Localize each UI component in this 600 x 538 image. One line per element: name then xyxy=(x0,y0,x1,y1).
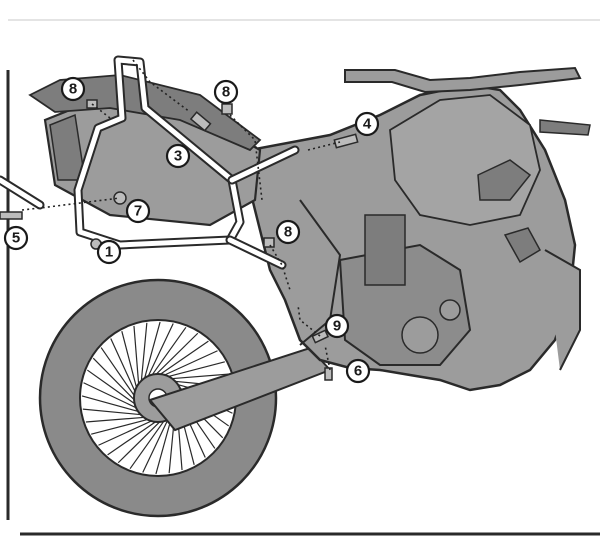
callout-9: 9 xyxy=(324,313,350,339)
wheel-spoke xyxy=(161,361,225,379)
callout-4-label: 4 xyxy=(363,116,372,133)
callout-4: 4 xyxy=(354,111,380,137)
wheel-spoke xyxy=(144,323,174,383)
callout-8b-label: 8 xyxy=(222,84,230,101)
callout-8-top-center: 8 xyxy=(213,79,239,105)
wheel-spoke xyxy=(129,414,169,470)
wheel-spoke xyxy=(85,416,152,423)
callout-1: 1 xyxy=(96,239,122,265)
wheel-spoke xyxy=(154,340,209,379)
callout-6: 6 xyxy=(345,358,371,384)
callout-3: 3 xyxy=(165,143,191,169)
bolt-6 xyxy=(324,367,333,381)
wheel-spoke xyxy=(140,322,148,389)
nut-8b xyxy=(221,103,233,115)
wheel-spoke xyxy=(100,347,139,402)
nut-8c xyxy=(263,237,275,248)
wheel-spoke xyxy=(98,417,159,446)
callout-7: 7 xyxy=(125,198,151,224)
bolt-5 xyxy=(0,211,23,220)
wheel-spoke xyxy=(164,373,231,380)
wheel-spoke xyxy=(150,332,199,380)
wheel-spoke xyxy=(81,395,146,414)
wheel-spoke xyxy=(86,369,142,409)
wheel-spoke xyxy=(142,321,161,386)
callout-7-label: 7 xyxy=(134,203,142,220)
motorcycle-body xyxy=(248,83,581,392)
callout-9-label: 9 xyxy=(333,318,341,335)
callout-8-top-left: 8 xyxy=(60,76,86,102)
callout-6-label: 6 xyxy=(354,363,362,380)
bolt-9 xyxy=(311,329,330,344)
wheel-spoke xyxy=(121,331,139,395)
wheel-spoke xyxy=(107,417,162,456)
bolt-4 xyxy=(333,133,359,149)
wheel-spoke xyxy=(91,417,155,435)
page-frame xyxy=(6,19,600,536)
callouts: 1 3 4 5 6 7 8 8 8 9 xyxy=(3,76,380,384)
wheel-spoke xyxy=(83,382,143,412)
callout-8a-label: 8 xyxy=(69,81,77,98)
callout-8c-label: 8 xyxy=(284,224,292,241)
wheel-spoke xyxy=(82,408,149,416)
side-rack-frame xyxy=(0,55,300,270)
wheel-spoke xyxy=(92,357,140,406)
callout-3-label: 3 xyxy=(174,148,182,165)
callout-1-label: 1 xyxy=(105,244,113,261)
wheel-spoke xyxy=(133,325,140,392)
callout-5-label: 5 xyxy=(12,230,20,247)
wheel-spoke xyxy=(110,338,139,399)
wheel-spoke xyxy=(117,416,166,464)
wheel-spoke xyxy=(157,350,218,379)
wheel-spoke xyxy=(147,326,187,382)
wheel-spoke xyxy=(142,413,172,473)
handlebar xyxy=(344,66,591,136)
washer-7 xyxy=(113,191,127,205)
callout-5: 5 xyxy=(3,225,29,251)
leader-lines xyxy=(21,59,341,371)
callout-8-middle: 8 xyxy=(275,219,301,245)
bolt-3 xyxy=(189,111,212,132)
